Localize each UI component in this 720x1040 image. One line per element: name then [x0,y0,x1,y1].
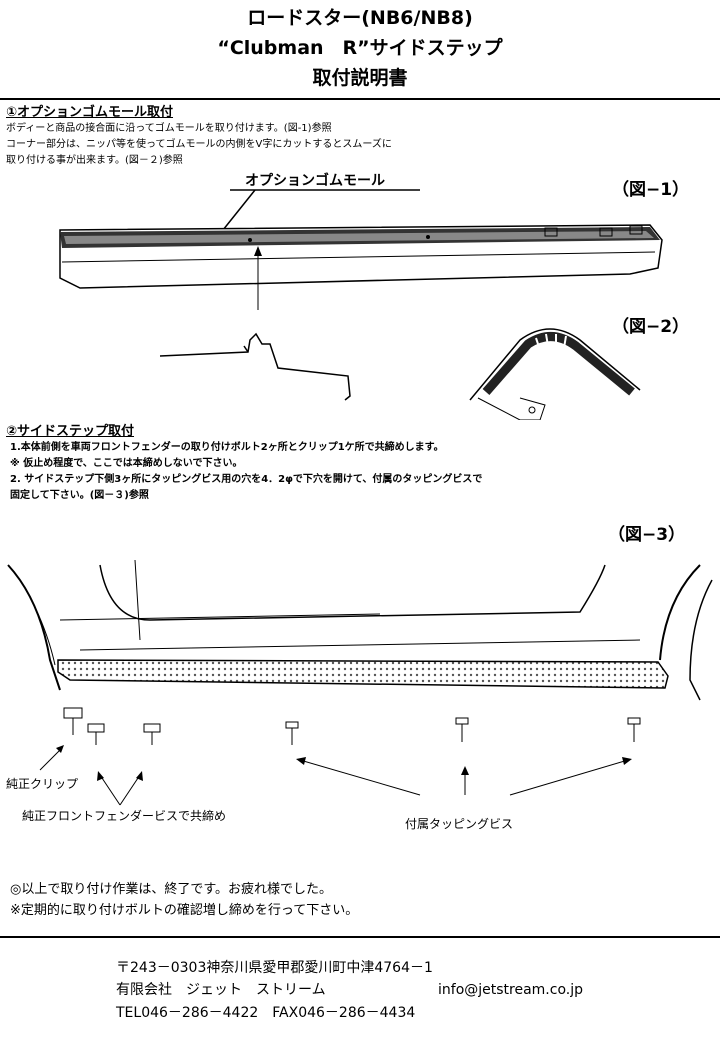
fig1-label: （図−1） [612,180,690,200]
footer-address: 〒243－0303神奈川県愛甲郡愛川町中津4764－1 [116,960,433,976]
bottom-rule [0,936,720,938]
footer-phone: TEL046－286－4422 FAX046－286－4434 [116,1005,416,1021]
section2-heading: ②サイドステップ取付 [6,424,135,439]
section2-line-1: 1.本体前側を車両フロントフェンダーの取り付けボルト2ヶ所とクリップ1ケ所で共締… [10,442,444,453]
section1-heading: ①オプションゴムモール取付 [6,105,174,120]
section2-line-3: 2. サイドステップ下側3ヶ所にタッピングビス用の穴を4．2φで下穴を開けて、付… [10,474,483,485]
closing-line-2: ※定期的に取り付けボルトの確認増し締めを行って下さい。 [10,903,359,918]
section1-line-3: 取り付ける事が出来ます。(図－２)参照 [6,155,183,166]
footer-company: 有限会社 ジェット ストリーム [116,982,326,998]
top-rule [0,98,720,100]
title-line-3: 取付説明書 [312,67,408,89]
callout-fender-screw: 純正フロントフェンダービスで共締め [22,809,227,823]
callout-tapping-screw: 付属タッピングビス [405,817,514,831]
callout-clip: 純正クリップ [6,777,79,791]
section1-line-2: コーナー部分は、ニッパ等を使ってゴムモールの内側をV字にカットするとスムーズに [6,139,392,150]
fig3-label: （図−3） [608,525,686,545]
fig1-callout-label: オプションゴムモール [245,173,385,189]
title-line-1: ロードスター(NB6/NB8) [247,7,473,29]
footer-email: info@jetstream.co.jp [438,982,584,998]
section2-line-4: 固定して下さい。(図－３)参照 [10,490,149,501]
fig1-fig2-drawing [59,189,663,420]
section2-line-2: ※ 仮止め程度で、ここでは本締めしないで下さい。 [10,458,243,469]
fig2-label: （図−2） [612,317,690,337]
closing-line-1: ◎以上で取り付け作業は、終了です。お疲れ様でした。 [10,882,333,897]
section1-line-1: ボディーと商品の接合面に沿ってゴムモールを取り付けます。(図-1)参照 [6,123,332,134]
title-line-2: “Clubman R”サイドステップ [217,37,503,59]
